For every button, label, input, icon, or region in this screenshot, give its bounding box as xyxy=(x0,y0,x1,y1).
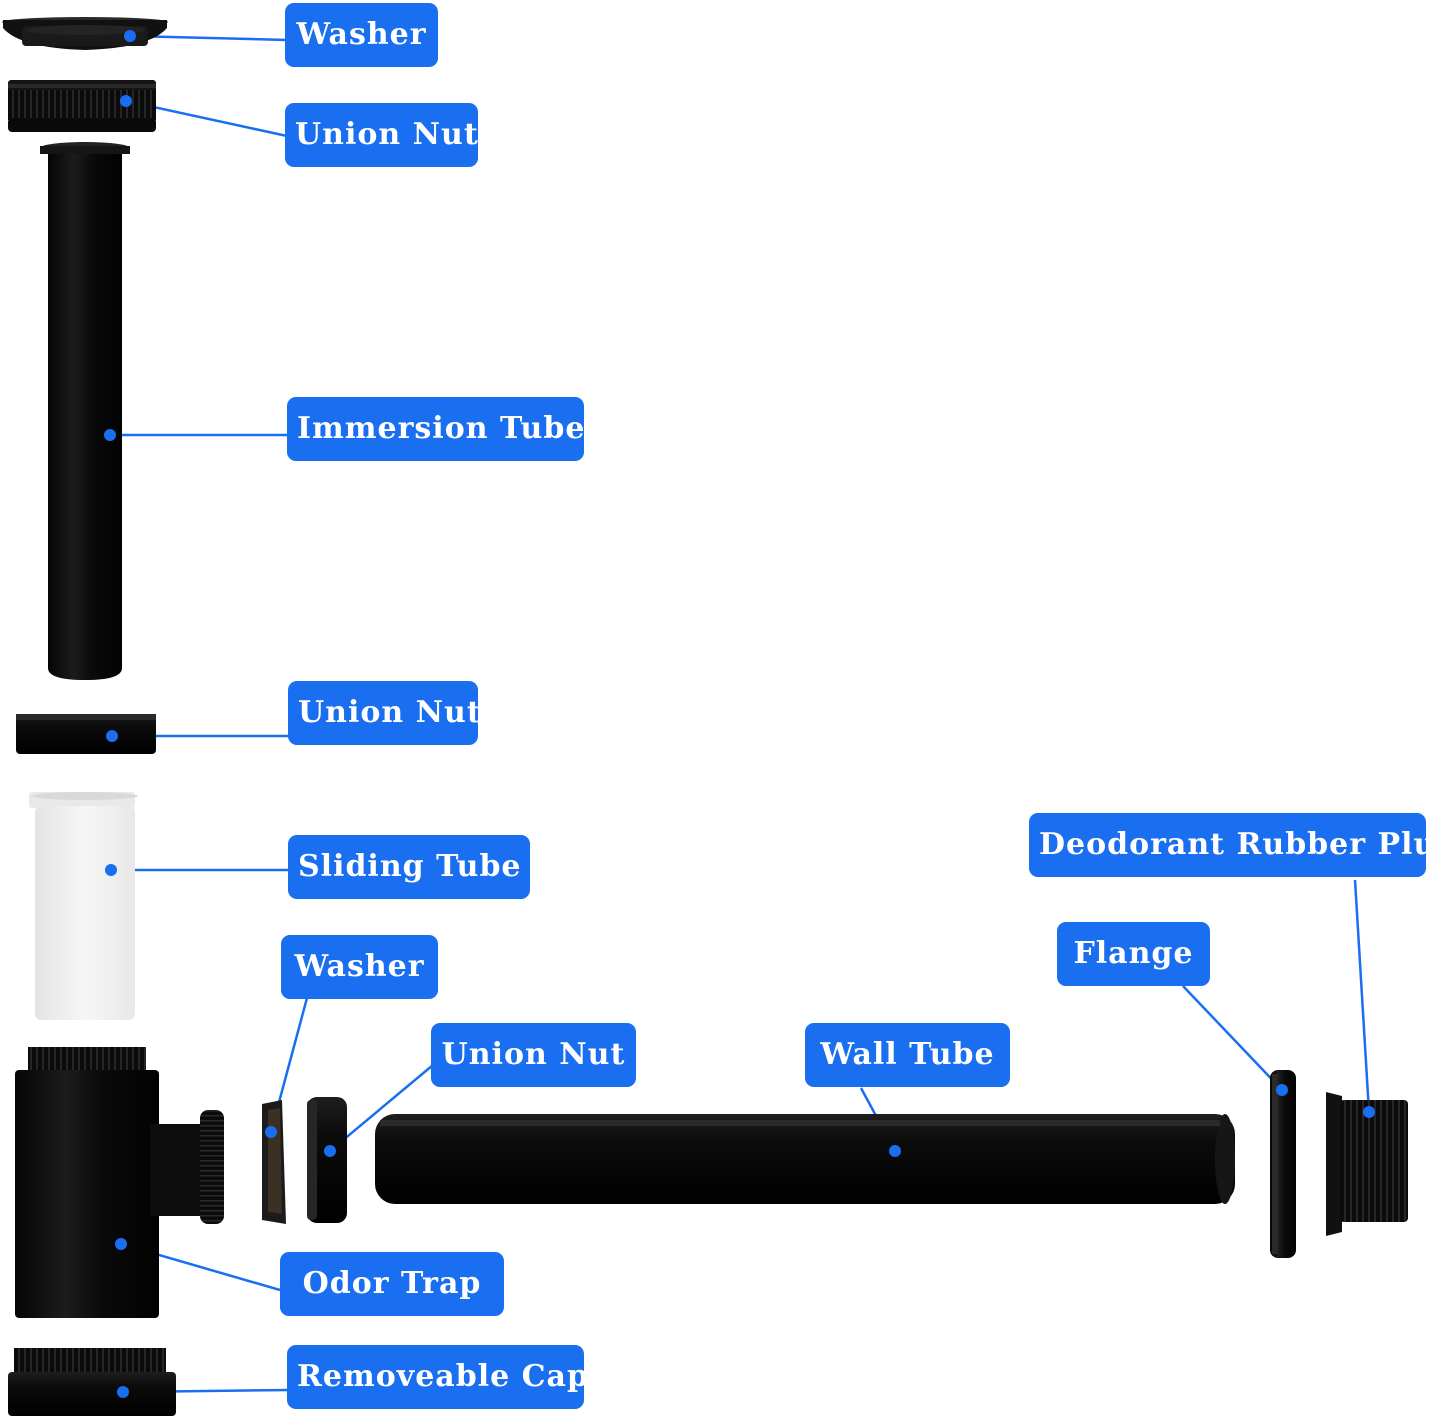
label-flange: Flange xyxy=(1057,922,1210,986)
label-union-nut-top: Union Nut xyxy=(285,103,478,167)
removeable-cap-part xyxy=(8,1348,176,1416)
label-union-nut-side: Union Nut xyxy=(431,1023,636,1087)
label-union-nut-mid: Union Nut xyxy=(288,681,481,745)
washer-top-part xyxy=(2,17,168,50)
label-immersion-tube: Immersion Tube xyxy=(287,397,584,461)
leader-dots xyxy=(104,30,1375,1398)
deodorant-rubber-plug-part xyxy=(1326,1092,1408,1236)
label-wall-tube: Wall Tube xyxy=(805,1023,1010,1087)
label-washer-mid: Washer xyxy=(281,935,438,999)
union-nut-side-part xyxy=(307,1097,347,1223)
immersion-tube-part xyxy=(40,142,130,680)
label-deodorant-rubber-plug: Deodorant Rubber Plug xyxy=(1029,813,1429,877)
label-removeable-cap: Removeable Cap xyxy=(287,1345,588,1409)
washer-mid-part xyxy=(262,1100,286,1224)
union-nut-top-part xyxy=(8,80,156,132)
flange-part xyxy=(1270,1070,1296,1258)
label-washer-top: Washer xyxy=(285,3,438,67)
wall-tube-part xyxy=(375,1114,1235,1204)
label-sliding-tube: Sliding Tube xyxy=(288,835,530,899)
sliding-tube-part xyxy=(29,792,138,1020)
label-odor-trap: Odor Trap xyxy=(280,1252,504,1316)
odor-trap-part xyxy=(15,1047,224,1318)
union-nut-mid-part xyxy=(16,714,156,754)
